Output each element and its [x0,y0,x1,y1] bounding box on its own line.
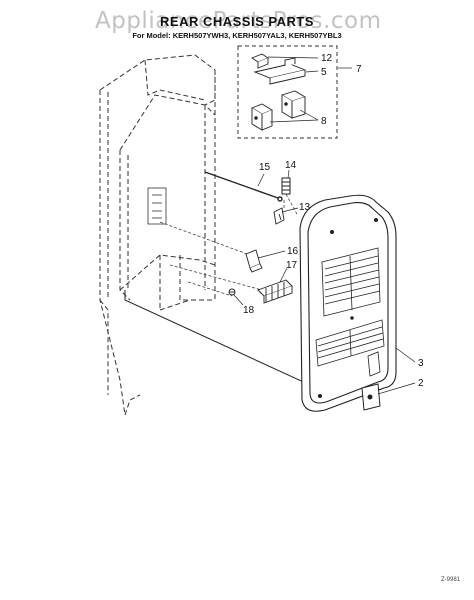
upper-vent-grille [321,247,381,317]
cabinet-rear-connector [147,187,167,225]
callout-2: 2 [418,378,424,389]
bracket-12-part [251,53,269,69]
callout-5: 5 [321,67,327,78]
spring-14-part [281,177,291,195]
bracket-8-part [250,90,307,131]
lower-vent-grille [315,319,385,367]
cover-plate-2-part [361,383,381,411]
footer-code: Z-9981 [441,577,461,583]
detail-inset-box [237,45,338,139]
model-subtitle: For Model: KERH507YWH3, KERH507YAL3, KER… [132,31,342,40]
terminal-block-17-part [257,279,293,304]
rear-panel-3-part [299,194,397,412]
callout-16: 16 [287,246,299,257]
screw-18-part [228,288,236,296]
clip-16-part [245,249,263,273]
callout-18: 18 [243,305,255,316]
watermark: AppliancePartsPros.com [95,8,382,34]
callout-17: 17 [286,260,298,271]
clip-13-part [273,207,285,225]
cabinet-outline [99,54,216,416]
callout-3: 3 [418,358,424,369]
callout-7: 7 [356,64,362,75]
cabinet-base [124,290,311,386]
callout-8: 8 [321,116,327,127]
assembly-guide-lines [159,193,299,297]
diagram-title: REAR CHASSIS PARTS [160,14,314,29]
callout-14: 14 [285,160,297,171]
wire-15-part [204,171,283,202]
callout-12: 12 [321,53,333,64]
callout-15: 15 [259,162,271,173]
leader-lines [233,56,416,395]
callout-13: 13 [299,202,311,213]
bracket-5-part [253,57,307,85]
